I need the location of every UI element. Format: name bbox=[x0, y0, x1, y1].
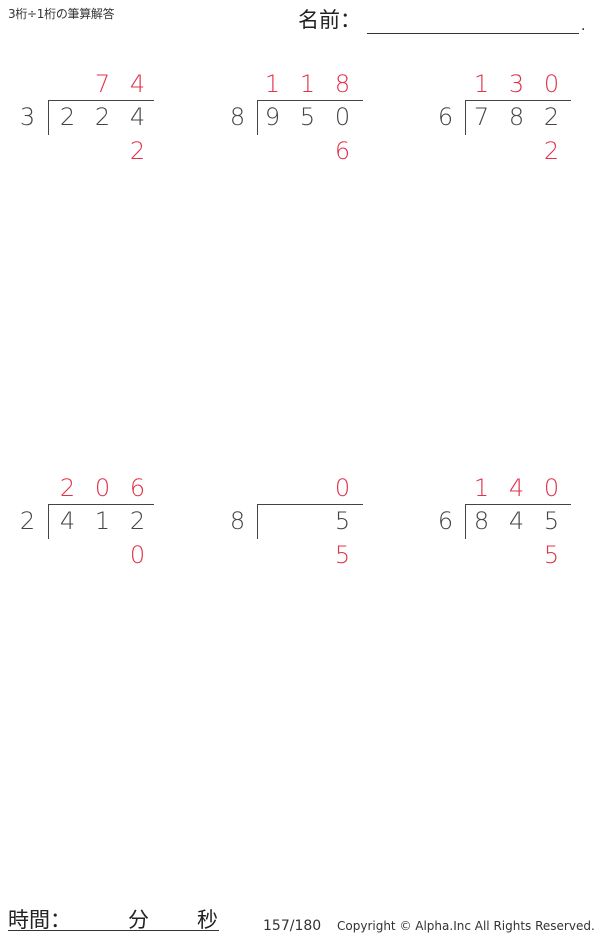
division-bracket bbox=[257, 100, 363, 135]
worksheet-title: 3桁÷1桁の筆算解答 bbox=[8, 7, 115, 21]
time-label: 時間： bbox=[8, 908, 71, 932]
dividend-digit: 5 bbox=[543, 507, 560, 535]
division-bracket bbox=[465, 504, 571, 539]
divisor: 3 bbox=[19, 103, 36, 131]
dividend-digit: 4 bbox=[59, 507, 76, 535]
dividend-digit: 2 bbox=[59, 103, 76, 131]
name-label: 名前： bbox=[298, 8, 361, 32]
quotient-digit: 0 bbox=[334, 474, 351, 502]
name-field: 名前： . bbox=[298, 4, 585, 34]
quotient-digit: 0 bbox=[94, 474, 111, 502]
dividend-digit: 9 bbox=[264, 103, 281, 131]
divisor: 6 bbox=[437, 507, 454, 535]
remainder: 2 bbox=[129, 137, 146, 165]
dividend-digit: 4 bbox=[508, 507, 525, 535]
quotient-digit: 1 bbox=[299, 70, 316, 98]
divisor: 8 bbox=[229, 507, 246, 535]
name-blank-line[interactable] bbox=[367, 13, 579, 34]
seconds-label: 秒 bbox=[197, 908, 218, 932]
dividend-digit: 5 bbox=[334, 507, 351, 535]
division-problem-2: 1 1 8 8 9 5 0 6 bbox=[220, 70, 410, 180]
quotient-digit: 0 bbox=[543, 474, 560, 502]
quotient-digit: 6 bbox=[129, 474, 146, 502]
division-problem-4: 2 0 6 2 4 1 2 0 bbox=[10, 474, 200, 584]
footer-info: 157/180 Copyright © Alpha.Inc All Rights… bbox=[263, 918, 595, 934]
divisor: 6 bbox=[437, 103, 454, 131]
divisor: 2 bbox=[19, 507, 36, 535]
remainder: 0 bbox=[129, 541, 146, 569]
dividend-digit: 1 bbox=[94, 507, 111, 535]
page-number: 157/180 bbox=[263, 918, 322, 934]
quotient-digit: 4 bbox=[129, 70, 146, 98]
division-problem-6: 1 4 0 6 8 4 5 5 bbox=[428, 474, 600, 584]
dividend-digit: 8 bbox=[473, 507, 490, 535]
dividend-digit: 2 bbox=[543, 103, 560, 131]
dividend-digit: 0 bbox=[334, 103, 351, 131]
remainder: 6 bbox=[334, 137, 351, 165]
copyright-text: Copyright © Alpha.Inc All Rights Reserve… bbox=[337, 919, 595, 933]
time-field: 時間： 分 秒 bbox=[8, 904, 219, 932]
division-problem-5: 0 8 5 5 bbox=[220, 474, 410, 584]
quotient-digit: 7 bbox=[94, 70, 111, 98]
quotient-digit: 0 bbox=[543, 70, 560, 98]
dividend-digit: 8 bbox=[508, 103, 525, 131]
quotient-digit: 8 bbox=[334, 70, 351, 98]
division-bracket bbox=[465, 100, 571, 135]
dividend-digit: 7 bbox=[473, 103, 490, 131]
division-bracket bbox=[257, 504, 363, 539]
division-problem-1: 7 4 3 2 2 4 2 bbox=[10, 70, 200, 180]
dividend-digit: 5 bbox=[299, 103, 316, 131]
divisor: 8 bbox=[229, 103, 246, 131]
remainder: 5 bbox=[334, 541, 351, 569]
division-bracket bbox=[48, 100, 154, 135]
quotient-digit: 3 bbox=[508, 70, 525, 98]
name-end-mark: . bbox=[581, 18, 586, 34]
quotient-digit: 1 bbox=[264, 70, 281, 98]
division-bracket bbox=[48, 504, 154, 539]
dividend-digit: 4 bbox=[129, 103, 146, 131]
division-problem-3: 1 3 0 6 7 8 2 2 bbox=[428, 70, 600, 180]
dividend-digit: 2 bbox=[94, 103, 111, 131]
quotient-digit: 4 bbox=[508, 474, 525, 502]
minutes-label: 分 bbox=[128, 908, 149, 932]
quotient-digit: 1 bbox=[473, 474, 490, 502]
remainder: 5 bbox=[543, 541, 560, 569]
quotient-digit: 2 bbox=[59, 474, 76, 502]
remainder: 2 bbox=[543, 137, 560, 165]
dividend-digit: 2 bbox=[129, 507, 146, 535]
quotient-digit: 1 bbox=[473, 70, 490, 98]
